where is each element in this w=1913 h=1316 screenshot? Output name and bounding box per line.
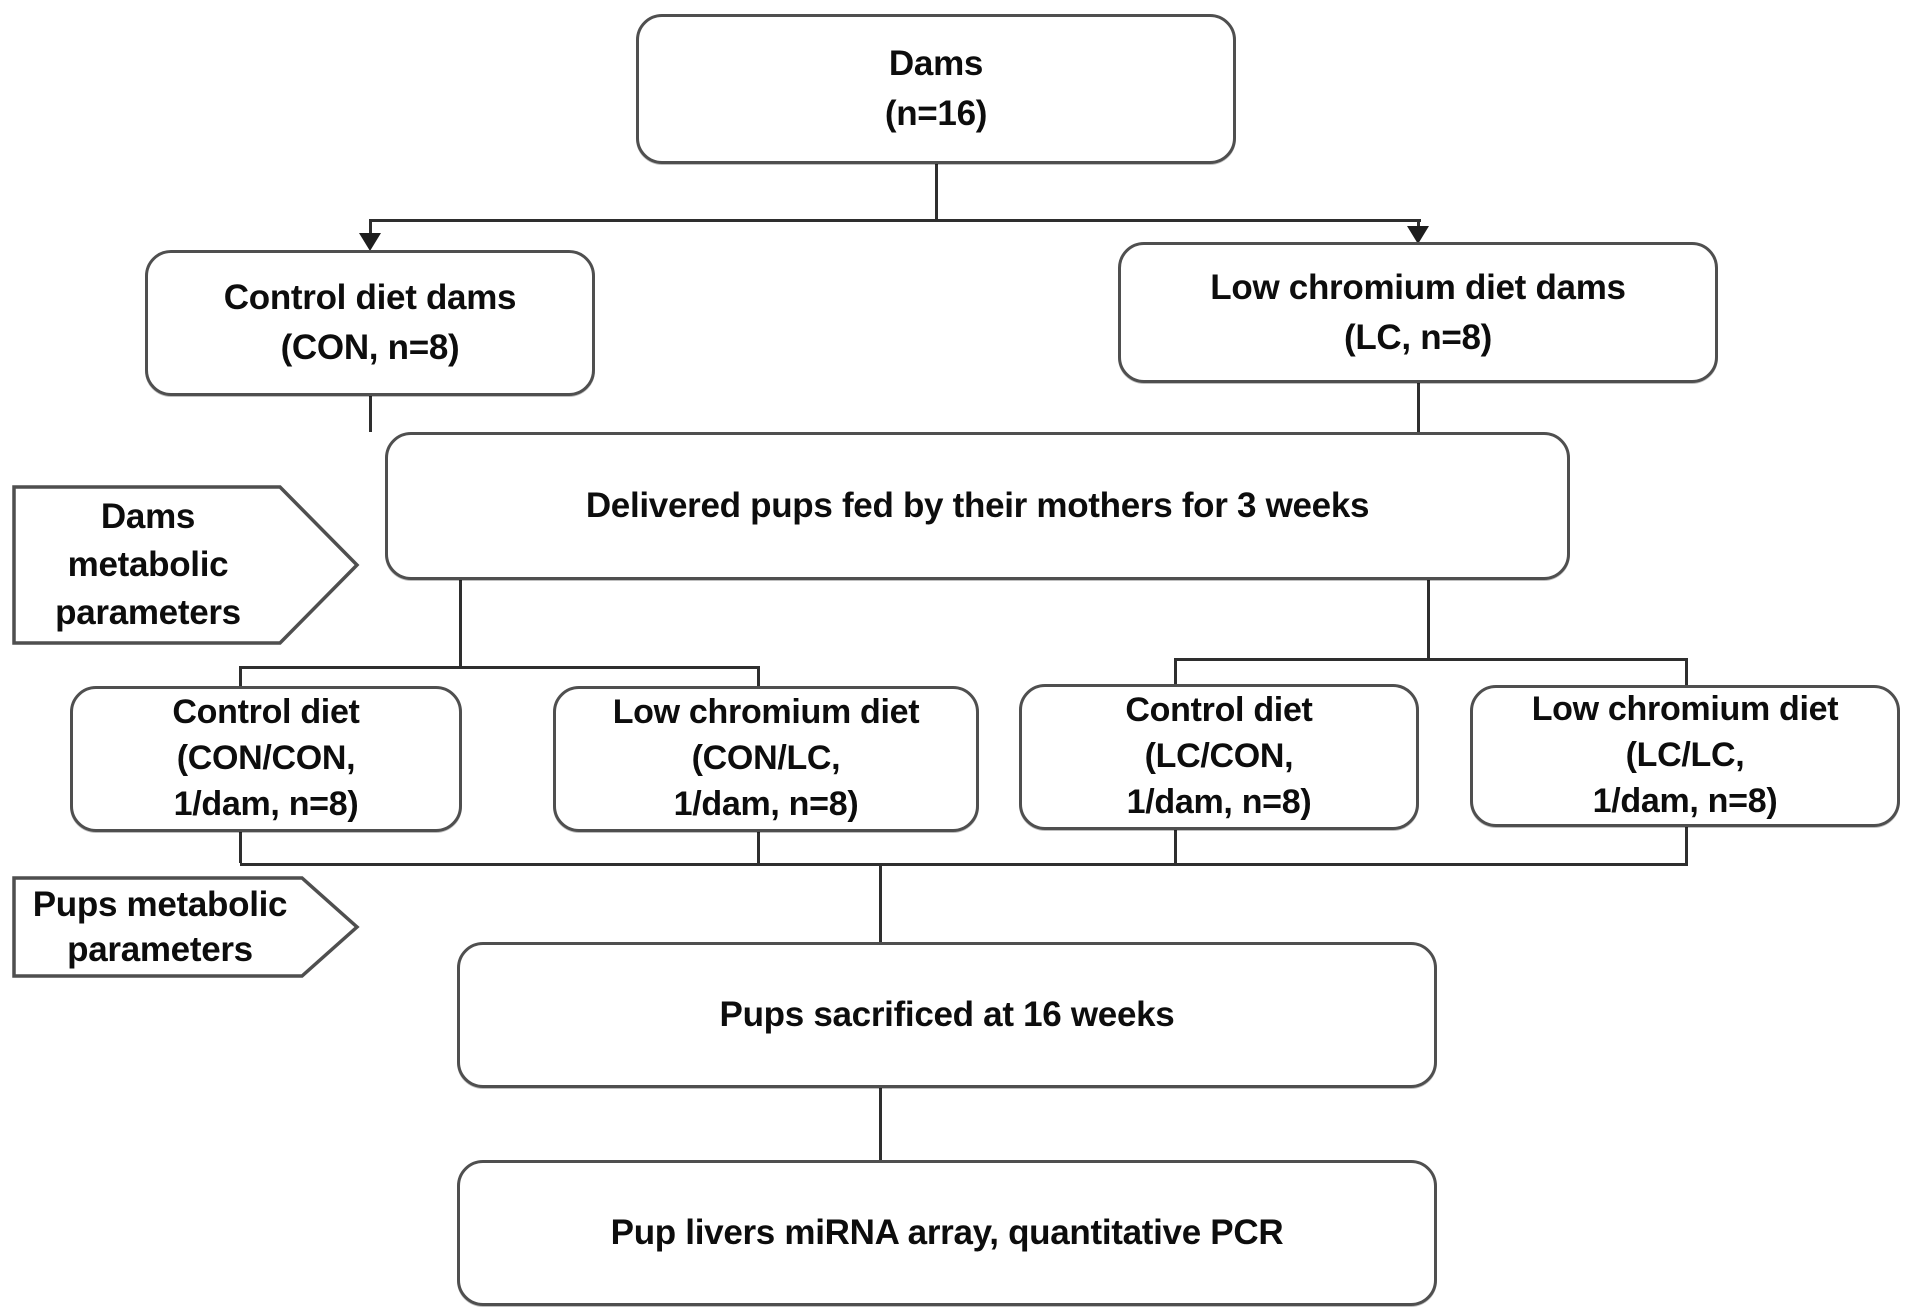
connector-right-bracket (1175, 658, 1688, 661)
tag-dams-metabolic-parameters: Dams metabolic parameters (12, 485, 362, 645)
node-lc-con: Control diet (LC/CON, 1/dam, n=8) (1019, 684, 1419, 830)
tag-pentagon-shape (12, 876, 360, 978)
connector-concon-down (239, 832, 242, 863)
tag-dams-metabolic-label: Dams metabolic parameters (55, 496, 241, 633)
connector-sacrificed-mirna (879, 1088, 882, 1160)
connector-bottom-collector (240, 863, 1688, 866)
connector-into-lccon (1174, 658, 1177, 684)
arrowhead-down-icon (1407, 226, 1429, 244)
node-lc-lc: Low chromium diet (LC/LC, 1/dam, n=8) (1470, 685, 1900, 827)
connector-con-dams-delivered (369, 396, 372, 432)
tag-pups-metabolic-label: Pups metabolic parameters (32, 884, 288, 970)
connector-delivered-right (1427, 580, 1430, 658)
node-con-lc: Low chromium diet (CON/LC, 1/dam, n=8) (553, 686, 979, 832)
node-pups-sacrificed: Pups sacrificed at 16 weeks (457, 942, 1437, 1088)
connector-lccon-down (1174, 830, 1177, 863)
connector-delivered-left (459, 580, 462, 666)
node-dams: Dams (n=16) (636, 14, 1236, 164)
node-mirna-array: Pup livers miRNA array, quantitative PCR (457, 1160, 1437, 1306)
connector-into-concon (239, 666, 242, 686)
connector-into-lclc (1685, 658, 1688, 685)
connector-split-bar (370, 219, 1421, 222)
connector-to-sacrificed (879, 863, 882, 942)
node-control-diet-dams: Control diet dams (CON, n=8) (145, 250, 595, 396)
node-con-con: Control diet (CON/CON, 1/dam, n=8) (70, 686, 462, 832)
connector-into-conlc (757, 666, 760, 686)
connector-dams-down (935, 164, 938, 219)
connector-left-bracket (240, 666, 760, 669)
node-delivered-pups: Delivered pups fed by their mothers for … (385, 432, 1570, 580)
connector-lclc-down (1685, 827, 1688, 863)
connector-to-con-dams (369, 219, 372, 235)
tag-pups-metabolic-parameters: Pups metabolic parameters (12, 876, 362, 978)
tag-pentagon-shape (12, 485, 360, 645)
connector-lc-dams-delivered (1417, 383, 1420, 432)
connector-to-lc-dams (1417, 219, 1420, 229)
connector-conlc-down (757, 832, 760, 863)
node-low-chromium-diet-dams: Low chromium diet dams (LC, n=8) (1118, 242, 1718, 383)
arrowhead-down-icon (359, 233, 381, 251)
